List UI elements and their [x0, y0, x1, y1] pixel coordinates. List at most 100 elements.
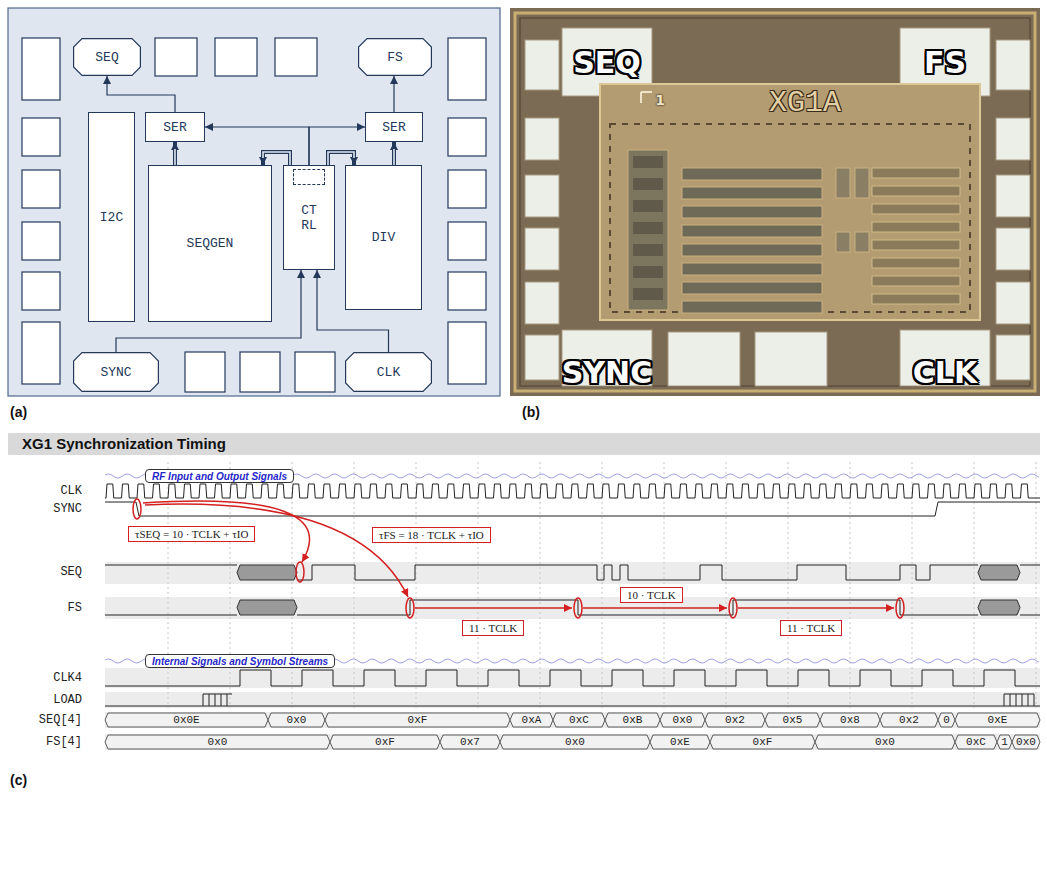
bus-segment [955, 713, 1040, 727]
bus-value: 0x7 [459, 736, 481, 748]
unknown-state [237, 600, 297, 615]
node-text: 10 · TCLK [627, 589, 676, 601]
control-subblock [293, 169, 325, 185]
die-block [836, 168, 869, 252]
seq-waveform [355, 565, 356, 580]
bond-pad [996, 118, 1030, 160]
clk4-waveform [829, 686, 860, 687]
bus-segment [955, 735, 997, 749]
signal-name: CLK [0, 483, 82, 499]
seq-waveform [105, 565, 237, 566]
clk4-waveform [767, 670, 768, 686]
io-pad [22, 38, 486, 392]
die-block [633, 178, 663, 190]
bus-value: 0 [942, 714, 951, 726]
row-band [105, 712, 1040, 728]
seq-waveform [312, 565, 355, 566]
pad-outline [359, 39, 432, 76]
die-stripe [682, 301, 822, 313]
bus-segment [325, 713, 510, 727]
clk4-waveform [953, 670, 954, 686]
seq-waveform [415, 565, 597, 566]
seq-waveform [916, 565, 917, 580]
clk4-waveform [643, 686, 674, 687]
fs-waveform [900, 615, 978, 616]
signal-connector [392, 142, 396, 165]
seq-waveform [612, 565, 613, 580]
die-block [633, 244, 663, 256]
fs-waveform [1020, 615, 1040, 616]
seq-waveform [620, 565, 621, 580]
io-pad: CLK [345, 352, 432, 392]
bond-pad [525, 118, 559, 160]
clk4-waveform [891, 670, 892, 686]
clk4-waveform [736, 670, 767, 671]
die-grid-row [872, 168, 960, 178]
signal-connector [393, 76, 394, 112]
fs-waveform [733, 600, 900, 601]
grid-line [664, 462, 665, 708]
clk4-waveform [519, 670, 520, 686]
clk4-waveform [240, 670, 241, 686]
clk4-waveform [271, 670, 272, 686]
io-pad [22, 38, 60, 100]
clk4-waveform [984, 670, 1015, 671]
node-text: I2C [100, 210, 123, 225]
unknown-state [978, 565, 1020, 580]
die-block [836, 232, 850, 252]
load-pulse [1016, 694, 1017, 706]
fs-waveform [297, 615, 410, 616]
delay-note: 10 · TCLK [620, 587, 683, 603]
io-pad [448, 118, 486, 156]
clk4-waveform [674, 670, 675, 686]
bus-segment [660, 713, 705, 727]
bond-pad [755, 332, 827, 386]
io-pad [448, 38, 486, 100]
load-pulse [1022, 694, 1023, 706]
clk4-waveform [953, 686, 984, 687]
grid-line [168, 462, 169, 708]
io-pad [275, 38, 317, 76]
delay-note: 11 · TCLK [780, 620, 842, 636]
die-block [633, 266, 663, 278]
panel-letter: (b) [522, 404, 540, 420]
signal-name: CLK4 [0, 670, 82, 686]
clk4-waveform [1015, 670, 1016, 686]
clk4-waveform [674, 670, 705, 671]
seq-waveform [620, 565, 628, 566]
bond-pad [996, 228, 1030, 270]
bus-value: 0x0 [286, 714, 308, 726]
grid-line [540, 462, 541, 708]
bus-segment [765, 713, 820, 727]
load-pulse [209, 694, 210, 706]
bus-value: 0x0 [564, 736, 586, 748]
clk4-waveform [643, 670, 644, 686]
orientation-mark [641, 92, 652, 103]
clk4-waveform [488, 670, 519, 671]
clk4-waveform [581, 670, 582, 686]
die-block [633, 288, 663, 300]
signal-name: LOAD [0, 692, 82, 708]
control-block: CT RL [283, 165, 335, 270]
bus-segment [1012, 735, 1040, 749]
die-block [855, 232, 869, 252]
pad-outline [74, 353, 159, 392]
io-pad [22, 272, 60, 310]
clk4-waveform [333, 670, 334, 686]
grid-line [974, 462, 975, 708]
seq-waveform [722, 580, 797, 581]
node-text: SYNC [100, 365, 131, 380]
bond-pad [525, 282, 559, 324]
clk4-waveform [457, 670, 458, 686]
die-core [610, 124, 970, 312]
signal-connector [393, 149, 395, 165]
node-text: SER [163, 120, 186, 135]
bus-segment [710, 735, 815, 749]
clk4-waveform [426, 670, 457, 671]
clk4-waveform [860, 670, 861, 686]
die-grid-row [872, 294, 960, 304]
row-band [105, 734, 1040, 750]
clk4-waveform [550, 670, 581, 671]
bus-value: 0xC [568, 714, 590, 726]
pad-name: SEQ [573, 45, 641, 80]
